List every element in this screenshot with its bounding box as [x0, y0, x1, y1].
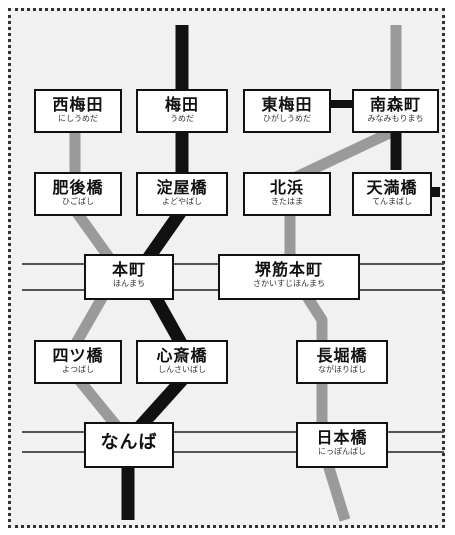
station-reading: にっぽんばし — [318, 447, 366, 456]
station-reading: ひごばし — [62, 197, 94, 206]
station-yodoyabashi[interactable]: 淀屋橋 よどやばし — [136, 172, 228, 216]
station-reading: ほんまち — [113, 279, 145, 288]
station-nipponbashi[interactable]: 日本橋 にっぽんばし — [296, 422, 388, 468]
station-kitahama[interactable]: 北浜 きたはま — [243, 172, 331, 216]
station-name: 北浜 — [269, 178, 304, 197]
station-reading: きたはま — [271, 197, 303, 206]
station-umeda[interactable]: 梅田 うめだ — [136, 89, 228, 133]
station-name: 本町 — [111, 260, 146, 279]
station-honmachi[interactable]: 本町 ほんまち — [84, 254, 174, 300]
station-name: 淀屋橋 — [156, 178, 208, 197]
station-yotsubashi[interactable]: 四ツ橋 よつばし — [34, 340, 122, 384]
station-tenmabashi[interactable]: 天満橋 てんまばし — [352, 172, 432, 216]
station-name: 四ツ橋 — [52, 346, 104, 365]
station-nagahoribashi[interactable]: 長堀橋 ながほりばし — [296, 340, 388, 384]
station-reading: てんまばし — [372, 197, 412, 206]
station-higashiumeda[interactable]: 東梅田 ひがしうめだ — [243, 89, 331, 133]
station-name: 西梅田 — [52, 95, 104, 114]
station-name: 東梅田 — [261, 95, 313, 114]
station-reading: うめだ — [170, 114, 194, 123]
station-name: 肥後橋 — [52, 178, 104, 197]
station-reading: よどやばし — [162, 197, 202, 206]
station-nishiumeda[interactable]: 西梅田 にしうめだ — [34, 89, 122, 133]
station-reading: しんさいばし — [158, 365, 206, 374]
station-name: 心斎橋 — [156, 346, 208, 365]
station-reading: よつばし — [62, 365, 94, 374]
station-name: 堺筋本町 — [254, 260, 323, 279]
station-name: 日本橋 — [316, 428, 368, 447]
station-name: 長堀橋 — [316, 346, 368, 365]
station-reading: さかいすじほんまち — [253, 279, 325, 288]
station-name: 天満橋 — [366, 178, 418, 197]
station-sakaisujihonmachi[interactable]: 堺筋本町 さかいすじほんまち — [218, 254, 360, 300]
station-reading: にしうめだ — [58, 114, 98, 123]
station-name: なんば — [100, 432, 158, 453]
station-shinsaibashi[interactable]: 心斎橋 しんさいばし — [136, 340, 228, 384]
station-reading: ひがしうめだ — [263, 114, 311, 123]
station-higobashi[interactable]: 肥後橋 ひごばし — [34, 172, 122, 216]
station-namba[interactable]: なんば — [84, 422, 174, 468]
station-reading: みなみもりまち — [367, 114, 424, 123]
station-name: 梅田 — [164, 95, 199, 114]
station-reading: ながほりばし — [318, 365, 366, 374]
station-name: 南森町 — [369, 95, 421, 114]
station-minamimorimachi[interactable]: 南森町 みなみもりまち — [352, 89, 439, 133]
